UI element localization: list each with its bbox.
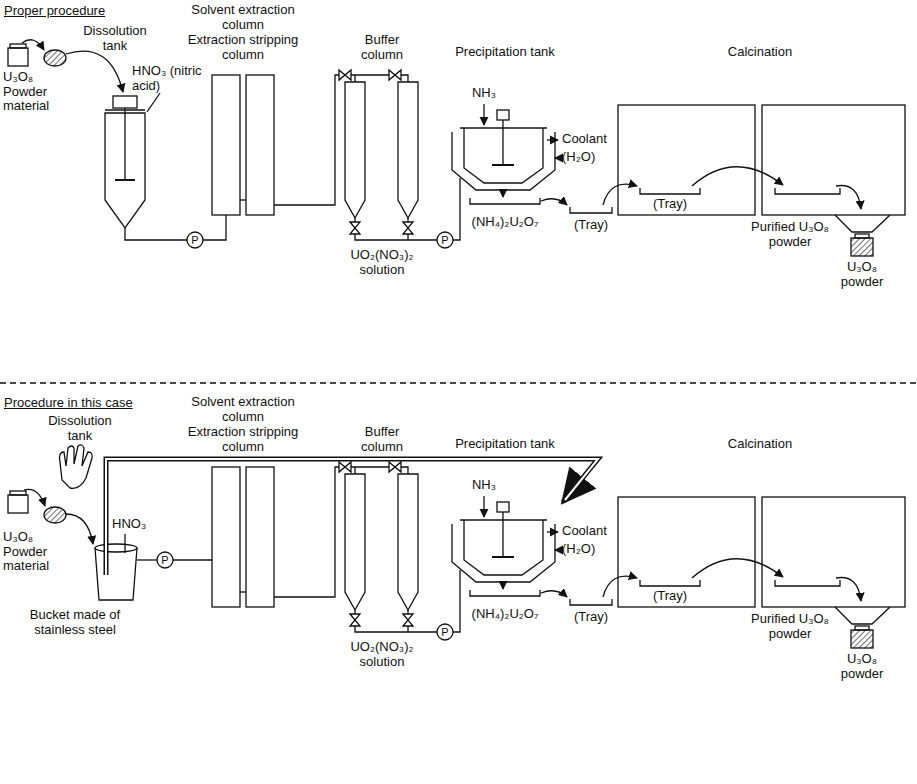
column-label: Extraction stripping column — [178, 425, 308, 454]
furnace-label: Calcination — [728, 45, 792, 60]
tray-label: (Tray) — [574, 218, 608, 233]
column-label: Solvent extraction column — [178, 395, 308, 424]
coolant-label: (H₂O) — [562, 542, 595, 557]
reagent-label: HNO₃ (nitric acid) — [132, 64, 212, 93]
reagent-label: HNO₃ — [112, 517, 146, 532]
product-label: U₃O₈ powder — [827, 260, 897, 289]
column-label: Extraction stripping column — [178, 33, 308, 62]
reagent-label: NH₃ — [472, 478, 496, 493]
column-label: Solvent extraction column — [178, 3, 308, 32]
tray-label: (Tray) — [653, 197, 687, 212]
section-heading: Procedure in this case — [4, 396, 133, 411]
product-label: (NH₄)₂U₂O₇ — [472, 215, 539, 230]
tray-label: (Tray) — [653, 589, 687, 604]
solution-label: UO₂(NO₃)₂ solution — [332, 248, 432, 277]
pump-symbol-letter: P — [437, 625, 453, 640]
material-label: U₃O₈ Powder material — [3, 70, 58, 114]
reagent-label: NH₃ — [472, 86, 496, 101]
tank-label: Precipitation tank — [455, 437, 555, 452]
material-label: U₃O₈ Powder material — [3, 530, 58, 574]
column-label: Buffer column — [347, 33, 417, 62]
column-label: Buffer column — [347, 425, 417, 454]
bucket-label: Bucket made of stainless steel — [10, 608, 140, 637]
coolant-label: Coolant — [562, 524, 607, 539]
tank-label: Dissolution tank — [40, 414, 120, 443]
tray-label: (Tray) — [574, 610, 608, 625]
product-label: U₃O₈ powder — [827, 652, 897, 681]
solution-label: UO₂(NO₃)₂ solution — [332, 640, 432, 669]
section-heading: Proper procedure — [4, 4, 105, 19]
product-label: (NH₄)₂U₂O₇ — [472, 607, 539, 622]
pump-symbol-letter: P — [157, 553, 173, 568]
coolant-label: (H₂O) — [562, 150, 595, 165]
furnace-label: Calcination — [728, 437, 792, 452]
tank-label: Dissolution tank — [75, 24, 155, 53]
product-label: Purified U₃O₈ powder — [740, 220, 840, 249]
pump-symbol-letter: P — [187, 233, 203, 248]
coolant-label: Coolant — [562, 132, 607, 147]
product-label: Purified U₃O₈ powder — [740, 612, 840, 641]
pump-symbol-letter: P — [437, 233, 453, 248]
tank-label: Precipitation tank — [455, 45, 555, 60]
